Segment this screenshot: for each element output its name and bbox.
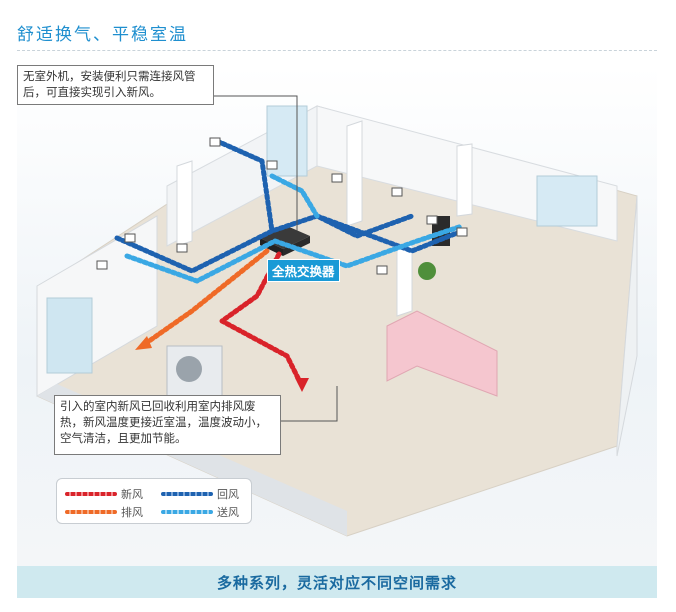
footer-tagline: 多种系列，灵活对应不同空间需求 (216, 573, 457, 592)
callout-outdoor-unit-free: 无室外机，安装便利只需连接风管后，可直接实现引入新风。 (17, 65, 214, 105)
supply-air-line-icon (161, 510, 213, 514)
legend-item-return-air: 回风 (161, 486, 239, 502)
exhaust-air-line-icon (65, 510, 117, 514)
legend-item-fresh-air: 新风 (65, 486, 143, 502)
fresh-air-line-icon (65, 492, 117, 496)
partition-a (176, 160, 193, 247)
air-flow-legend: 新风 回风 排风 送风 (56, 478, 252, 524)
vents (96, 137, 468, 275)
return-air-line-icon (161, 492, 213, 496)
right-outer-wall (616, 195, 638, 457)
title-divider (17, 50, 657, 51)
exhaust-arrow (135, 336, 152, 350)
heat-exchanger-label: 全热交换器 (267, 259, 340, 282)
window-right (536, 175, 598, 227)
bathroom-wall (386, 310, 498, 397)
partition-b (346, 120, 363, 227)
ducts (114, 138, 465, 389)
plant (418, 262, 436, 280)
callout-energy-saving: 引入的室内新风已回收利用室内排风废热，新风温度更接近室温，温度波动小，空气清洁，… (54, 395, 281, 455)
section-title: 舒适换气、平稳室温 (17, 25, 188, 45)
window-left (46, 297, 93, 374)
callout-bottom-pointer (267, 386, 338, 422)
legend-item-supply-air: 送风 (161, 504, 239, 520)
callout-top-pointer (202, 95, 298, 231)
fresh-arrow (295, 378, 309, 392)
footer-banner: 多种系列，灵活对应不同空间需求 (17, 566, 657, 598)
legend-item-exhaust-air: 排风 (65, 504, 143, 520)
partition-c (456, 143, 473, 217)
